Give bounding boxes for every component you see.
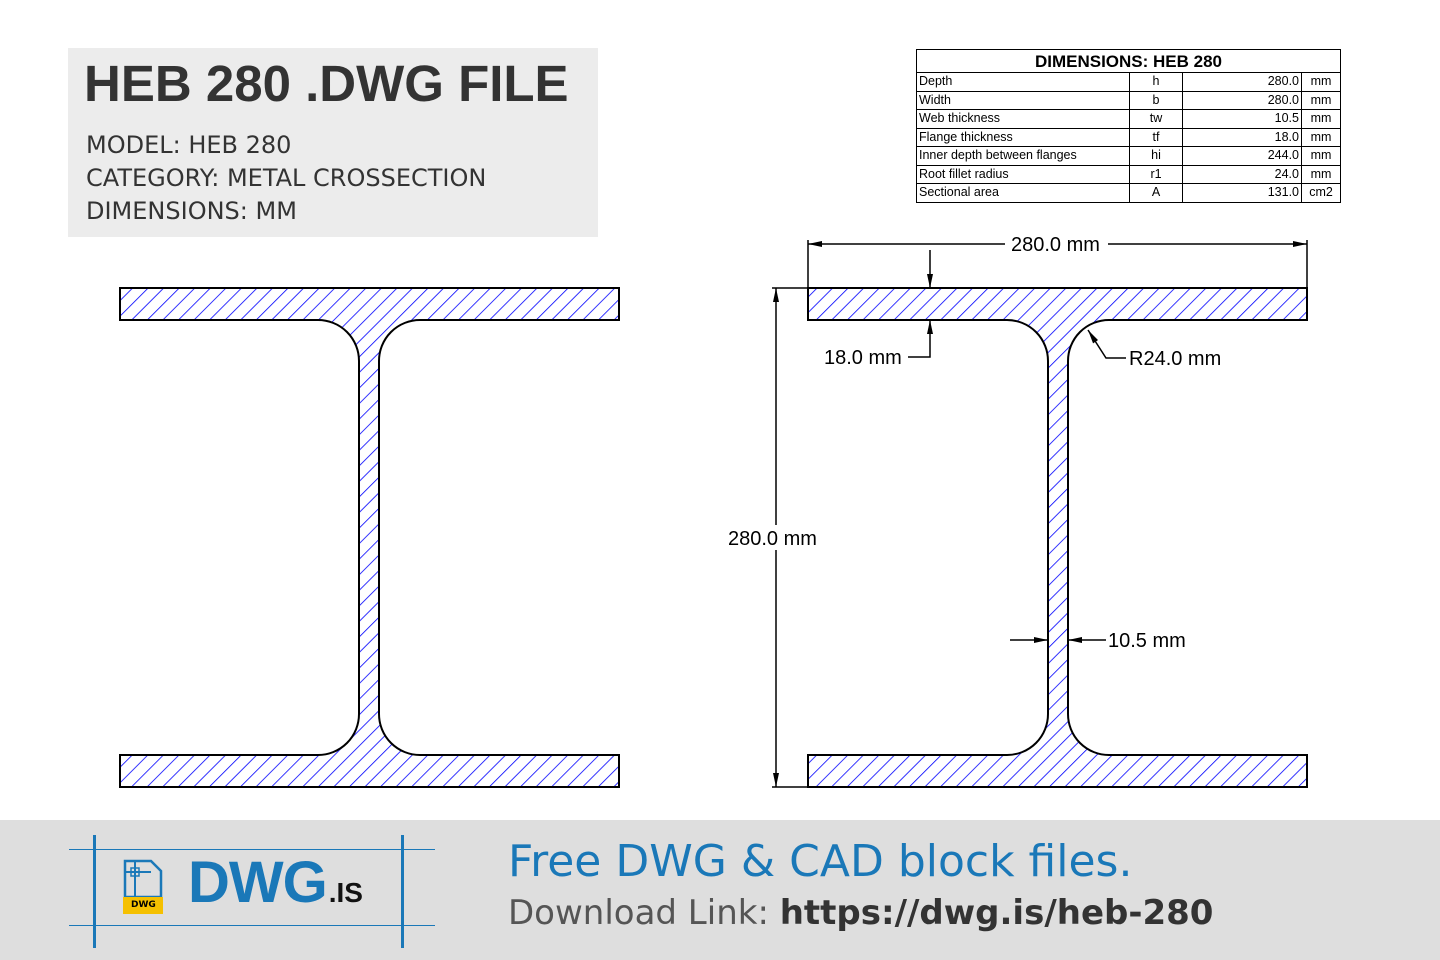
table-cell: 244.0 — [1182, 146, 1302, 166]
depth-dimension-label: 280.0 mm — [728, 528, 817, 550]
category-label: CATEGORY: METAL CROSSECTION — [86, 164, 487, 192]
web-thickness-label: 10.5 mm — [1108, 630, 1186, 652]
table-cell: Inner depth between flanges — [916, 146, 1130, 166]
table-cell: mm — [1301, 146, 1341, 166]
table-cell: mm — [1301, 127, 1341, 147]
download-link[interactable]: https://dwg.is/heb-280 — [779, 893, 1214, 933]
logo: DWG.IS — [188, 848, 363, 928]
page-title: HEB 280 .DWG FILE — [84, 55, 569, 112]
logo-suffix: .IS — [328, 877, 363, 908]
tagline: Free DWG & CAD block files. — [508, 836, 1133, 887]
i-beam-section-left — [119, 287, 620, 788]
table-cell: mm — [1301, 164, 1341, 184]
table-cell: 10.5 — [1182, 109, 1302, 129]
table-cell: 131.0 — [1182, 183, 1302, 203]
table-cell: r1 — [1129, 164, 1183, 184]
dimension-lines — [772, 240, 1308, 788]
model-label: MODEL: HEB 280 — [86, 131, 292, 159]
table-cell: Flange thickness — [916, 127, 1130, 147]
table-cell: mm — [1301, 90, 1341, 110]
table-cell: cm2 — [1301, 183, 1341, 203]
table-cell: mm — [1301, 109, 1341, 129]
dimensions-label: DIMENSIONS: MM — [86, 197, 297, 225]
dwg-badge: DWG — [131, 900, 156, 910]
table-cell: Root fillet radius — [916, 164, 1130, 184]
table-title: DIMENSIONS: HEB 280 — [916, 49, 1341, 73]
table-cell: 18.0 — [1182, 127, 1302, 147]
title-box: HEB 280 .DWG FILE MODEL: HEB 280 CATEGOR… — [68, 48, 598, 237]
footer: DWG DWG.IS Free DWG & CAD block files. D… — [0, 820, 1440, 960]
drawing-canvas: 280.0 mm 18.0 mm R24.0 mm 280.0 mm 10.5 … — [119, 234, 1308, 788]
table-cell: 280.0 — [1182, 72, 1302, 92]
download-prefix: Download Link: — [508, 893, 780, 933]
i-beam-section-right — [807, 287, 1308, 788]
flange-thickness-label: 18.0 mm — [824, 347, 902, 369]
table-cell: mm — [1301, 72, 1341, 92]
logo-text: DWG — [188, 850, 328, 915]
table-cell: hi — [1129, 146, 1183, 166]
width-dimension-label: 280.0 mm — [1011, 234, 1100, 256]
fillet-radius-label: R24.0 mm — [1129, 348, 1221, 370]
table-cell: Sectional area — [916, 183, 1130, 203]
dwg-file-icon: DWG — [123, 859, 163, 915]
table-cell: 24.0 — [1182, 164, 1302, 184]
download-link-line: Download Link: https://dwg.is/heb-280 — [508, 892, 1213, 934]
